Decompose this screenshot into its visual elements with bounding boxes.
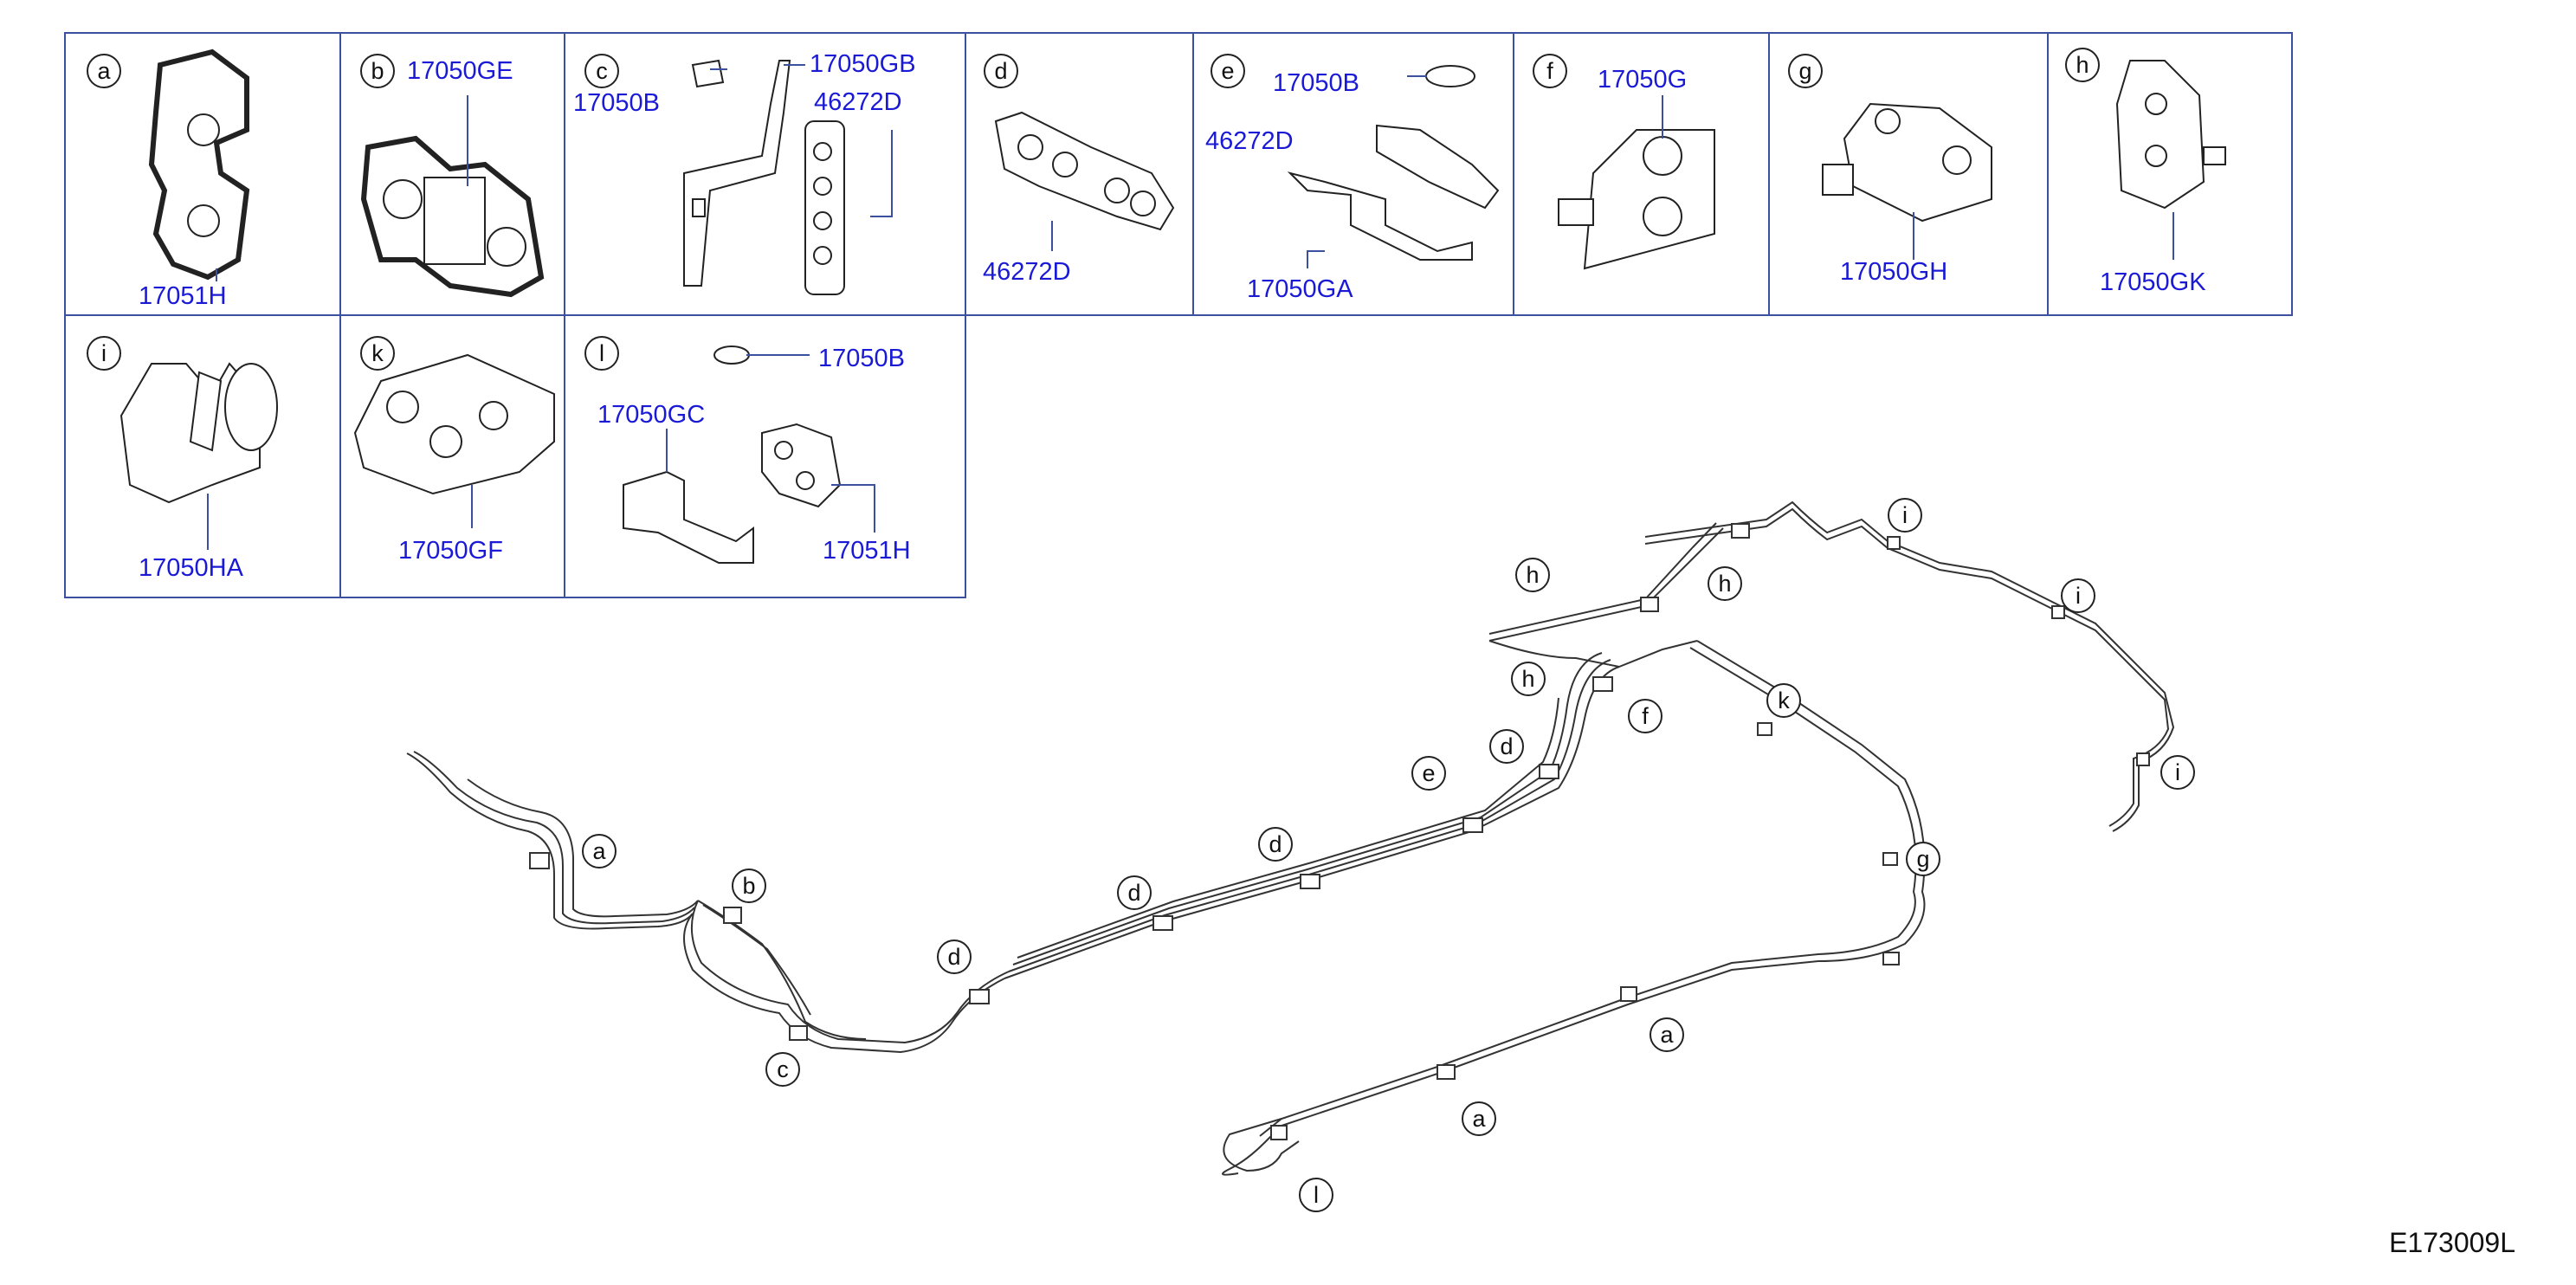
callout-a: a <box>582 834 617 869</box>
tube-clips <box>529 523 2150 1140</box>
part-number: 17050GB <box>810 50 916 78</box>
cell-i-key: i <box>87 336 121 371</box>
cell-c-key: c <box>584 54 619 88</box>
cell-e-key: e <box>1211 54 1245 88</box>
cell-f-key: f <box>1533 54 1567 88</box>
cell-b-key: b <box>360 54 395 88</box>
part-number: 17050GH <box>1840 258 1948 286</box>
callout-k: k <box>1766 683 1801 718</box>
part-number: 17050B <box>573 89 660 117</box>
cell-k-key: k <box>360 336 395 371</box>
part-number: 17050GK <box>2100 268 2206 296</box>
cell-g-key: g <box>1788 54 1823 88</box>
callout-l: l <box>1299 1178 1333 1212</box>
part-number: 17050HA <box>139 554 243 582</box>
callout-c: c <box>765 1052 800 1087</box>
leader-lines <box>207 64 2174 550</box>
part-number: 17050B <box>818 345 905 372</box>
callout-d: d <box>937 940 972 974</box>
cell-d-key: d <box>984 54 1018 88</box>
part-number: 17051H <box>823 537 911 565</box>
callout-a: a <box>1650 1017 1684 1052</box>
cell-h-key: h <box>2065 48 2100 82</box>
part-number: 17050GA <box>1247 275 1353 303</box>
callout-e: e <box>1411 756 1446 791</box>
callout-b: b <box>732 869 766 903</box>
part-number: 46272D <box>1205 127 1294 155</box>
callout-i: i <box>2061 578 2095 613</box>
part-number: 17050GF <box>398 537 503 565</box>
part-number: 17050GC <box>597 401 706 429</box>
callout-h: h <box>1708 566 1742 601</box>
callout-i: i <box>1888 498 1922 533</box>
cell-grid <box>64 32 2293 598</box>
part-number: 17050G <box>1598 66 1688 94</box>
cell-a-key: a <box>87 54 121 88</box>
part-number: 46272D <box>814 88 902 116</box>
callout-i: i <box>2160 755 2195 790</box>
part-number: 17051H <box>139 282 227 310</box>
part-number: 17050B <box>1273 69 1359 97</box>
callout-g: g <box>1906 842 1940 876</box>
callout-d: d <box>1489 729 1524 764</box>
callout-d: d <box>1258 827 1293 862</box>
callout-h: h <box>1515 558 1550 592</box>
diagram-code: E173009L <box>2389 1227 2515 1258</box>
part-number: 46272D <box>983 258 1071 286</box>
callout-d: d <box>1117 875 1152 910</box>
part-number: 17050GE <box>407 57 513 85</box>
callout-a: a <box>1462 1101 1496 1136</box>
cell-l-key: l <box>584 336 619 371</box>
callout-f: f <box>1628 699 1662 733</box>
callout-h: h <box>1511 662 1546 696</box>
clip-part-sketches <box>119 48 2226 564</box>
